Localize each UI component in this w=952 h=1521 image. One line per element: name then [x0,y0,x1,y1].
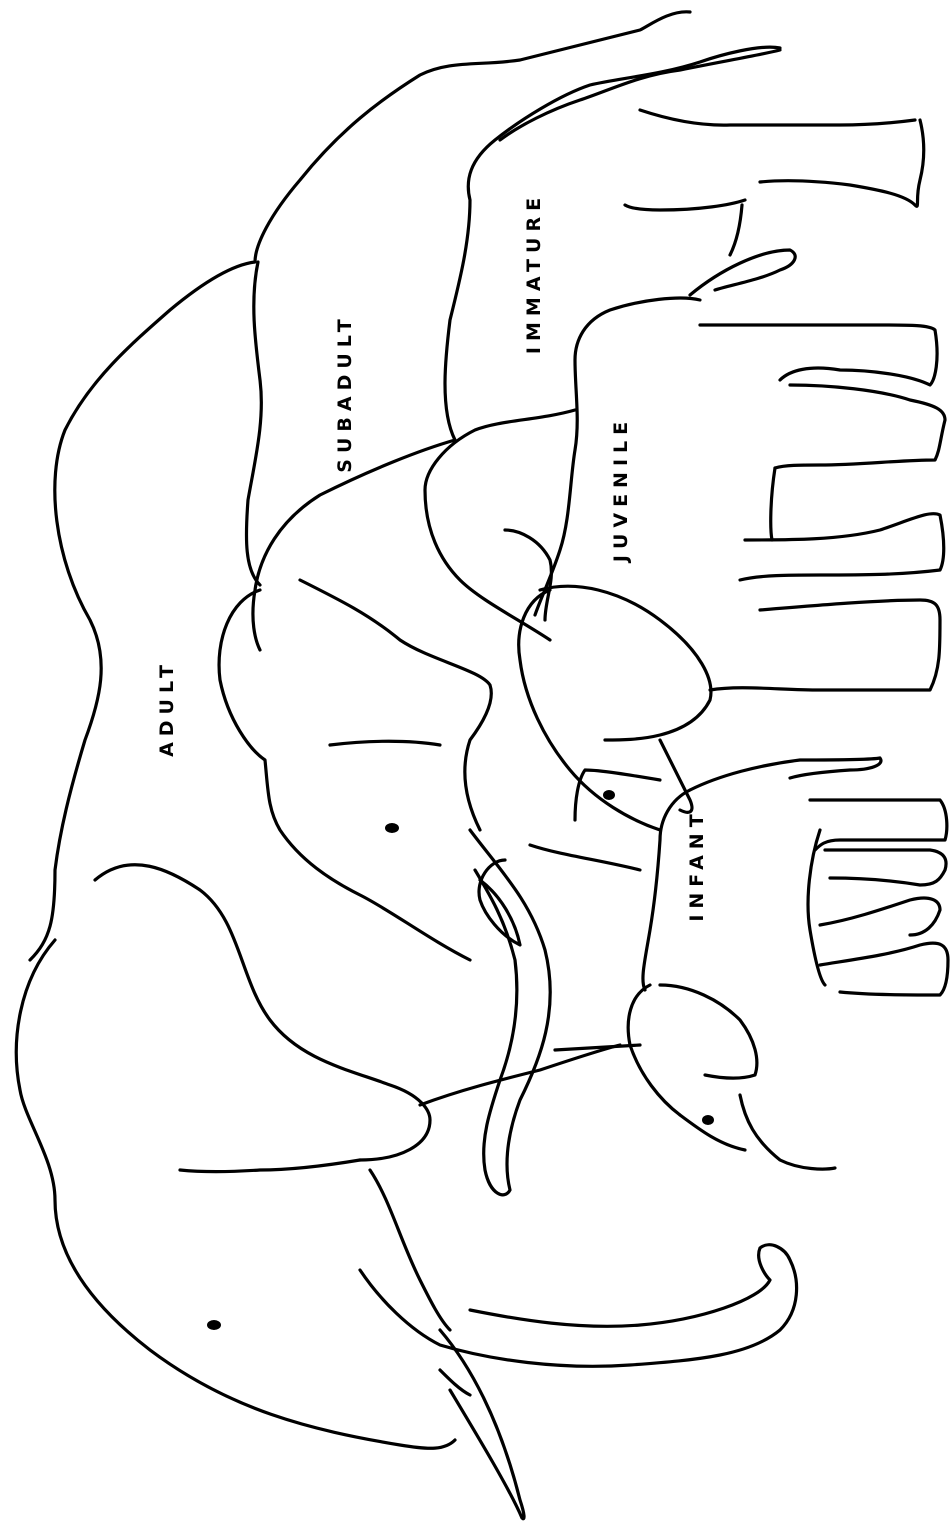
immature-head [425,410,575,640]
infant-leg2 [825,850,946,885]
subadult-trunk [470,830,550,1195]
immature-belly [625,200,745,210]
label-juvenile: JUVENILE [610,416,632,562]
adult-back-outline [30,12,690,960]
label-immature: IMMATURE [523,192,545,354]
infant-leg4 [820,898,940,935]
adult-ear-fold [180,1160,360,1172]
infant-elephant [628,758,948,1169]
juvenile-tail [690,250,795,295]
juvenile-leg1 [700,325,937,385]
juvenile-elephant [519,250,945,830]
subadult-tusk [479,860,520,945]
juvenile-eye [604,791,614,799]
subadult-ear-inner [300,580,491,830]
juvenile-ear-inner [540,586,711,740]
juvenile-leg2 [775,385,945,468]
subadult-top [246,262,261,585]
adult-elephant [16,12,796,1519]
adult-ear-inner [95,865,430,1160]
label-infant: INFANT [686,808,708,921]
subadult-elephant [219,47,780,1195]
adult-tusk-base [440,1370,470,1395]
infant-belly [808,830,825,985]
immature-elephant [425,50,924,640]
infant-leg1 [810,800,947,850]
immature-leg-front [760,120,924,206]
subadult-ear-fold [330,741,440,745]
subadult-back-outline [253,47,780,650]
label-subadult: SUBADULT [334,313,356,472]
adult-belly [420,1045,620,1105]
adult-jaw [370,1170,450,1330]
infant-eye [703,1116,713,1124]
juvenile-ear [519,590,660,830]
juvenile-leg4 [710,600,940,690]
label-adult: ADULT [156,659,178,757]
infant-leg3 [820,943,948,995]
subadult-eye [386,824,398,832]
adult-ear [16,940,455,1448]
infant-tail [690,758,881,790]
infant-ear-inner [660,985,757,1078]
infant-trunk [740,1095,835,1169]
adult-tusk [440,1330,524,1519]
infant-ear [628,985,680,1115]
immature-leg-line [730,205,742,255]
adult-trunk [360,1245,797,1367]
juvenile-belly [771,468,775,540]
adult-eye [208,1321,220,1329]
infant-back [643,790,690,990]
immature-back [640,110,915,125]
